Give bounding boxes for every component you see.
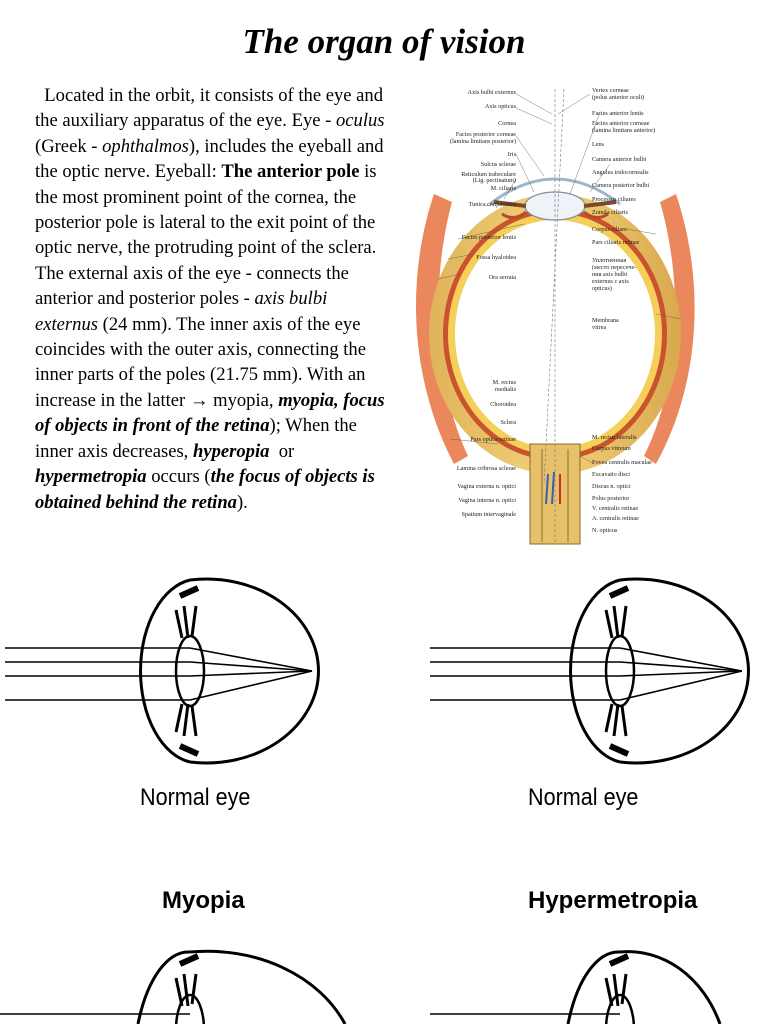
paragraph-run: ophthalmos xyxy=(102,135,189,157)
paragraph-run: ). xyxy=(236,491,248,513)
anatomy-label: Processus ciliares xyxy=(592,196,636,203)
anatomy-label: vitrea xyxy=(592,324,606,331)
anatomy-label: Vagina interna n. optici xyxy=(458,497,516,504)
anatomy-label: V. centralis retinae xyxy=(592,505,638,512)
paragraph-run: ); When the inner axis decreases, xyxy=(35,415,362,462)
anatomy-label: Tunica conjunctiva xyxy=(469,201,517,208)
anatomy-label: Lens xyxy=(592,141,605,148)
anatomy-label: Corpus ciliare xyxy=(592,226,627,233)
anatomy-label: N. opticus xyxy=(592,527,618,534)
anatomy-label: Vagina externa n. optici xyxy=(457,483,516,490)
paragraph-run: (Greek - xyxy=(35,110,390,157)
anatomy-label: Camera anterior bulbi xyxy=(592,156,647,163)
myopia-heading: Myopia xyxy=(162,887,245,914)
anatomy-label: ния axis bulbi xyxy=(592,271,628,278)
anatomy-label: opticus) xyxy=(592,285,612,292)
paragraph-run: Located in the orbit, it consists of the… xyxy=(35,85,388,132)
page-title: The organ of vision xyxy=(242,22,526,61)
anatomy-label: Facies anterior corneae xyxy=(592,120,650,127)
anatomy-label: M. rectus lateralis xyxy=(592,434,637,441)
anatomy-label: Iris xyxy=(508,151,517,158)
anatomy-label: Cornea xyxy=(498,120,516,127)
anatomy-label: Vertex corneae xyxy=(592,87,629,94)
paragraph-run: hypermetropia xyxy=(35,466,147,488)
hypermetropia-heading: Hypermetropia xyxy=(528,887,698,914)
paragraph-run: the focus of objects is obtained behind … xyxy=(35,466,380,513)
paragraph-run: or xyxy=(269,440,299,462)
anatomy-label: A. centralis retinae xyxy=(592,515,639,522)
anatomy-label: Ora serrata xyxy=(489,274,517,281)
anatomy-label: Membrana xyxy=(592,317,619,324)
anatomy-label: Axis opticus xyxy=(485,103,517,110)
anatomy-label: (место пересече- xyxy=(592,264,636,271)
anatomy-label: Pars ciliaris retinae xyxy=(592,239,640,246)
anatomy-label: Excavatio disci xyxy=(592,471,630,478)
paragraph-run: axis bulbi externus xyxy=(35,288,332,335)
anatomy-label: Lamina cribrosa sclerae xyxy=(457,465,516,472)
anatomy-label: Facies posterior corneae xyxy=(456,131,516,138)
anatomy-label: Sclera xyxy=(501,419,517,426)
anatomy-label: externus с axis xyxy=(592,278,629,285)
anatomy-label: Camera posterior bulbi xyxy=(592,182,649,189)
paragraph-run: (24 mm). The inner axis of the eye coinc… xyxy=(35,313,371,411)
anatomy-label: Discus n. optici xyxy=(592,483,631,490)
anatomy-label: (polus anterior oculi) xyxy=(592,94,644,101)
anatomy-label: Facies posterior lentis xyxy=(462,234,517,241)
anatomy-label: medialis xyxy=(495,386,517,393)
hypermetropia-eye-diagram xyxy=(430,950,722,1024)
anatomy-label: Sulcus sclerae xyxy=(481,161,516,168)
anatomy-label: Choroidea xyxy=(490,401,516,408)
normal-eye-caption-right: Normal eye xyxy=(528,784,639,811)
normal-eye-diagram-left xyxy=(5,577,320,765)
anatomy-label: (lamina limitans posterior) xyxy=(450,138,516,145)
myopia-eye-diagram xyxy=(0,949,347,1024)
paragraph-run: The anterior pole xyxy=(221,161,360,183)
body-paragraph: Located in the orbit, it consists of the… xyxy=(35,83,387,515)
normal-eye-diagram-right xyxy=(430,577,750,765)
paragraph-run: ), includes the eyeball and the optic ne… xyxy=(35,135,389,183)
anatomy-label: Angulus iridocornealis xyxy=(592,169,649,176)
anatomy-label: Zonula ciliaris xyxy=(592,209,629,216)
anatomy-label: Уплотненная xyxy=(592,257,626,264)
anatomy-label: Polus posterior xyxy=(592,495,629,502)
anatomy-label: M. ciliaris xyxy=(491,185,517,192)
anatomy-label: M. rectus xyxy=(493,379,517,386)
normal-eye-caption-left: Normal eye xyxy=(140,784,251,811)
anatomy-label: Spatium intervaginale xyxy=(462,511,517,518)
anatomy-label: Axis bulbi externus xyxy=(468,89,517,96)
anatomy-label: (Lig. pectinatum) xyxy=(473,177,516,184)
paragraph-run: hyperopia xyxy=(192,440,270,462)
anatomy-label: Facies anterior lentis xyxy=(592,110,644,117)
anatomy-label: Reticulum trabeculare xyxy=(461,171,516,178)
anatomy-label: Pars optica retinae xyxy=(470,436,516,443)
paragraph-run: is the most prominent point of the corne… xyxy=(35,161,382,310)
anatomy-label: Fovea centralis maculae xyxy=(592,459,652,466)
anatomy-label: (lamina limitans anterior) xyxy=(592,127,655,134)
paragraph-run: myopia, focus of objects in front of the… xyxy=(35,389,390,437)
anatomy-label: Fossa hyaloidea xyxy=(476,254,516,261)
paragraph-run: occurs ( xyxy=(146,466,211,488)
paragraph-run: oculus xyxy=(336,110,385,132)
anatomy-label: Corpus vitreum xyxy=(592,445,631,452)
